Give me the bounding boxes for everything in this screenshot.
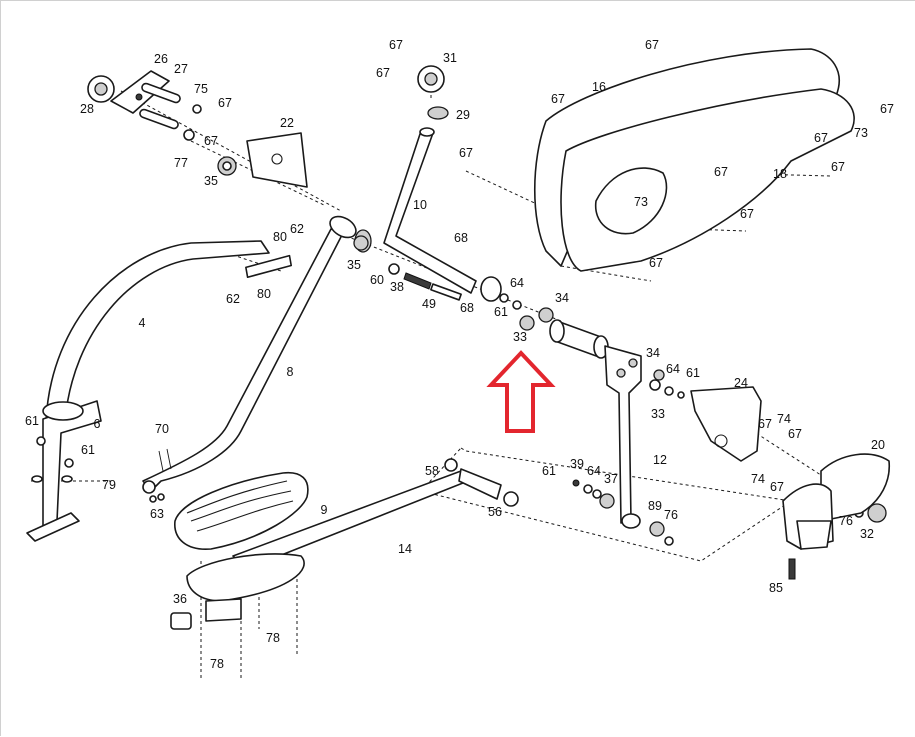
part-label-67: 67 bbox=[645, 38, 659, 52]
part-label-67: 67 bbox=[788, 427, 802, 441]
part-label-14: 14 bbox=[398, 542, 412, 556]
part-20-rear-cap bbox=[782, 453, 891, 550]
part-label-80: 80 bbox=[273, 230, 287, 244]
part-label-67: 67 bbox=[814, 131, 828, 145]
part-label-80: 80 bbox=[257, 287, 271, 301]
part-label-78: 78 bbox=[266, 631, 280, 645]
part-label-32: 32 bbox=[860, 527, 874, 541]
part-label-33: 33 bbox=[513, 330, 527, 344]
part-label-61: 61 bbox=[494, 305, 508, 319]
part-label-67: 67 bbox=[714, 165, 728, 179]
part-label-67: 67 bbox=[649, 256, 663, 270]
part-label-27: 27 bbox=[174, 62, 188, 76]
part-label-73: 73 bbox=[854, 126, 868, 140]
part-label-67: 67 bbox=[551, 92, 565, 106]
part-label-22: 22 bbox=[280, 116, 294, 130]
part-label-56: 56 bbox=[488, 505, 502, 519]
part-label-61: 61 bbox=[542, 464, 556, 478]
part-label-31: 31 bbox=[443, 51, 457, 65]
part-label-76: 76 bbox=[664, 508, 678, 522]
part-label-64: 64 bbox=[666, 362, 680, 376]
part-label-18: 18 bbox=[773, 167, 787, 181]
hardware bbox=[31, 65, 887, 630]
part-9-pedal bbox=[174, 471, 309, 550]
part-label-6: 6 bbox=[94, 417, 101, 431]
part-label-61: 61 bbox=[81, 443, 95, 457]
part-label-34: 34 bbox=[555, 291, 569, 305]
part-label-9: 9 bbox=[321, 503, 328, 517]
part-label-78: 78 bbox=[210, 657, 224, 671]
part-label-77: 77 bbox=[174, 156, 188, 170]
part-4-upright-arm bbox=[26, 240, 270, 542]
part-label-61: 61 bbox=[686, 366, 700, 380]
part-label-35: 35 bbox=[347, 258, 361, 272]
part-label-38: 38 bbox=[390, 280, 404, 294]
part-label-68: 68 bbox=[460, 301, 474, 315]
part-label-34: 34 bbox=[646, 346, 660, 360]
part-label-64: 64 bbox=[510, 276, 524, 290]
part-label-24: 24 bbox=[734, 376, 748, 390]
part-label-85: 85 bbox=[769, 581, 783, 595]
part-label-79: 79 bbox=[102, 478, 116, 492]
part-label-68: 68 bbox=[454, 231, 468, 245]
part-label-36: 36 bbox=[173, 592, 187, 606]
part-label-10: 10 bbox=[413, 198, 427, 212]
part-label-67: 67 bbox=[831, 160, 845, 174]
part-label-73: 73 bbox=[634, 195, 648, 209]
part-label-62: 62 bbox=[290, 222, 304, 236]
part-label-37: 37 bbox=[604, 472, 618, 486]
part-label-67: 67 bbox=[740, 207, 754, 221]
part-label-67: 67 bbox=[376, 66, 390, 80]
part-label-4: 4 bbox=[139, 316, 146, 330]
part-label-61: 61 bbox=[25, 414, 39, 428]
part-label-63: 63 bbox=[150, 507, 164, 521]
highlight-arrow bbox=[486, 350, 556, 433]
part-label-74: 74 bbox=[751, 472, 765, 486]
part-label-29: 29 bbox=[456, 108, 470, 122]
part-label-75: 75 bbox=[194, 82, 208, 96]
part-18-right-shroud bbox=[560, 88, 855, 272]
part-label-35: 35 bbox=[204, 174, 218, 188]
part-10-handle-tube bbox=[383, 127, 502, 302]
part-label-28: 28 bbox=[80, 102, 94, 116]
part-label-20: 20 bbox=[871, 438, 885, 452]
part-label-12: 12 bbox=[653, 453, 667, 467]
part-14-pedal-arm bbox=[186, 468, 502, 622]
part-label-70: 70 bbox=[155, 422, 169, 436]
part-label-74: 74 bbox=[777, 412, 791, 426]
part-label-67: 67 bbox=[459, 146, 473, 160]
part-label-62: 62 bbox=[226, 292, 240, 306]
part-label-76: 76 bbox=[839, 514, 853, 528]
part-number-labels: 2826277567672277356767312910676716676773… bbox=[25, 38, 894, 671]
part-24-cover bbox=[690, 386, 762, 462]
part-12-crank-arm bbox=[549, 319, 642, 529]
part-label-67: 67 bbox=[758, 417, 772, 431]
part-label-49: 49 bbox=[422, 297, 436, 311]
part-label-33: 33 bbox=[651, 407, 665, 421]
part-label-16: 16 bbox=[592, 80, 606, 94]
part-label-67: 67 bbox=[389, 38, 403, 52]
part-label-39: 39 bbox=[570, 457, 584, 471]
part-label-8: 8 bbox=[287, 365, 294, 379]
part-label-89: 89 bbox=[648, 499, 662, 513]
part-label-67: 67 bbox=[770, 480, 784, 494]
part-label-26: 26 bbox=[154, 52, 168, 66]
part-label-58: 58 bbox=[425, 464, 439, 478]
part-label-67: 67 bbox=[218, 96, 232, 110]
part-label-67: 67 bbox=[880, 102, 894, 116]
part-label-64: 64 bbox=[587, 464, 601, 478]
part-label-60: 60 bbox=[370, 273, 384, 287]
part-label-67: 67 bbox=[204, 134, 218, 148]
